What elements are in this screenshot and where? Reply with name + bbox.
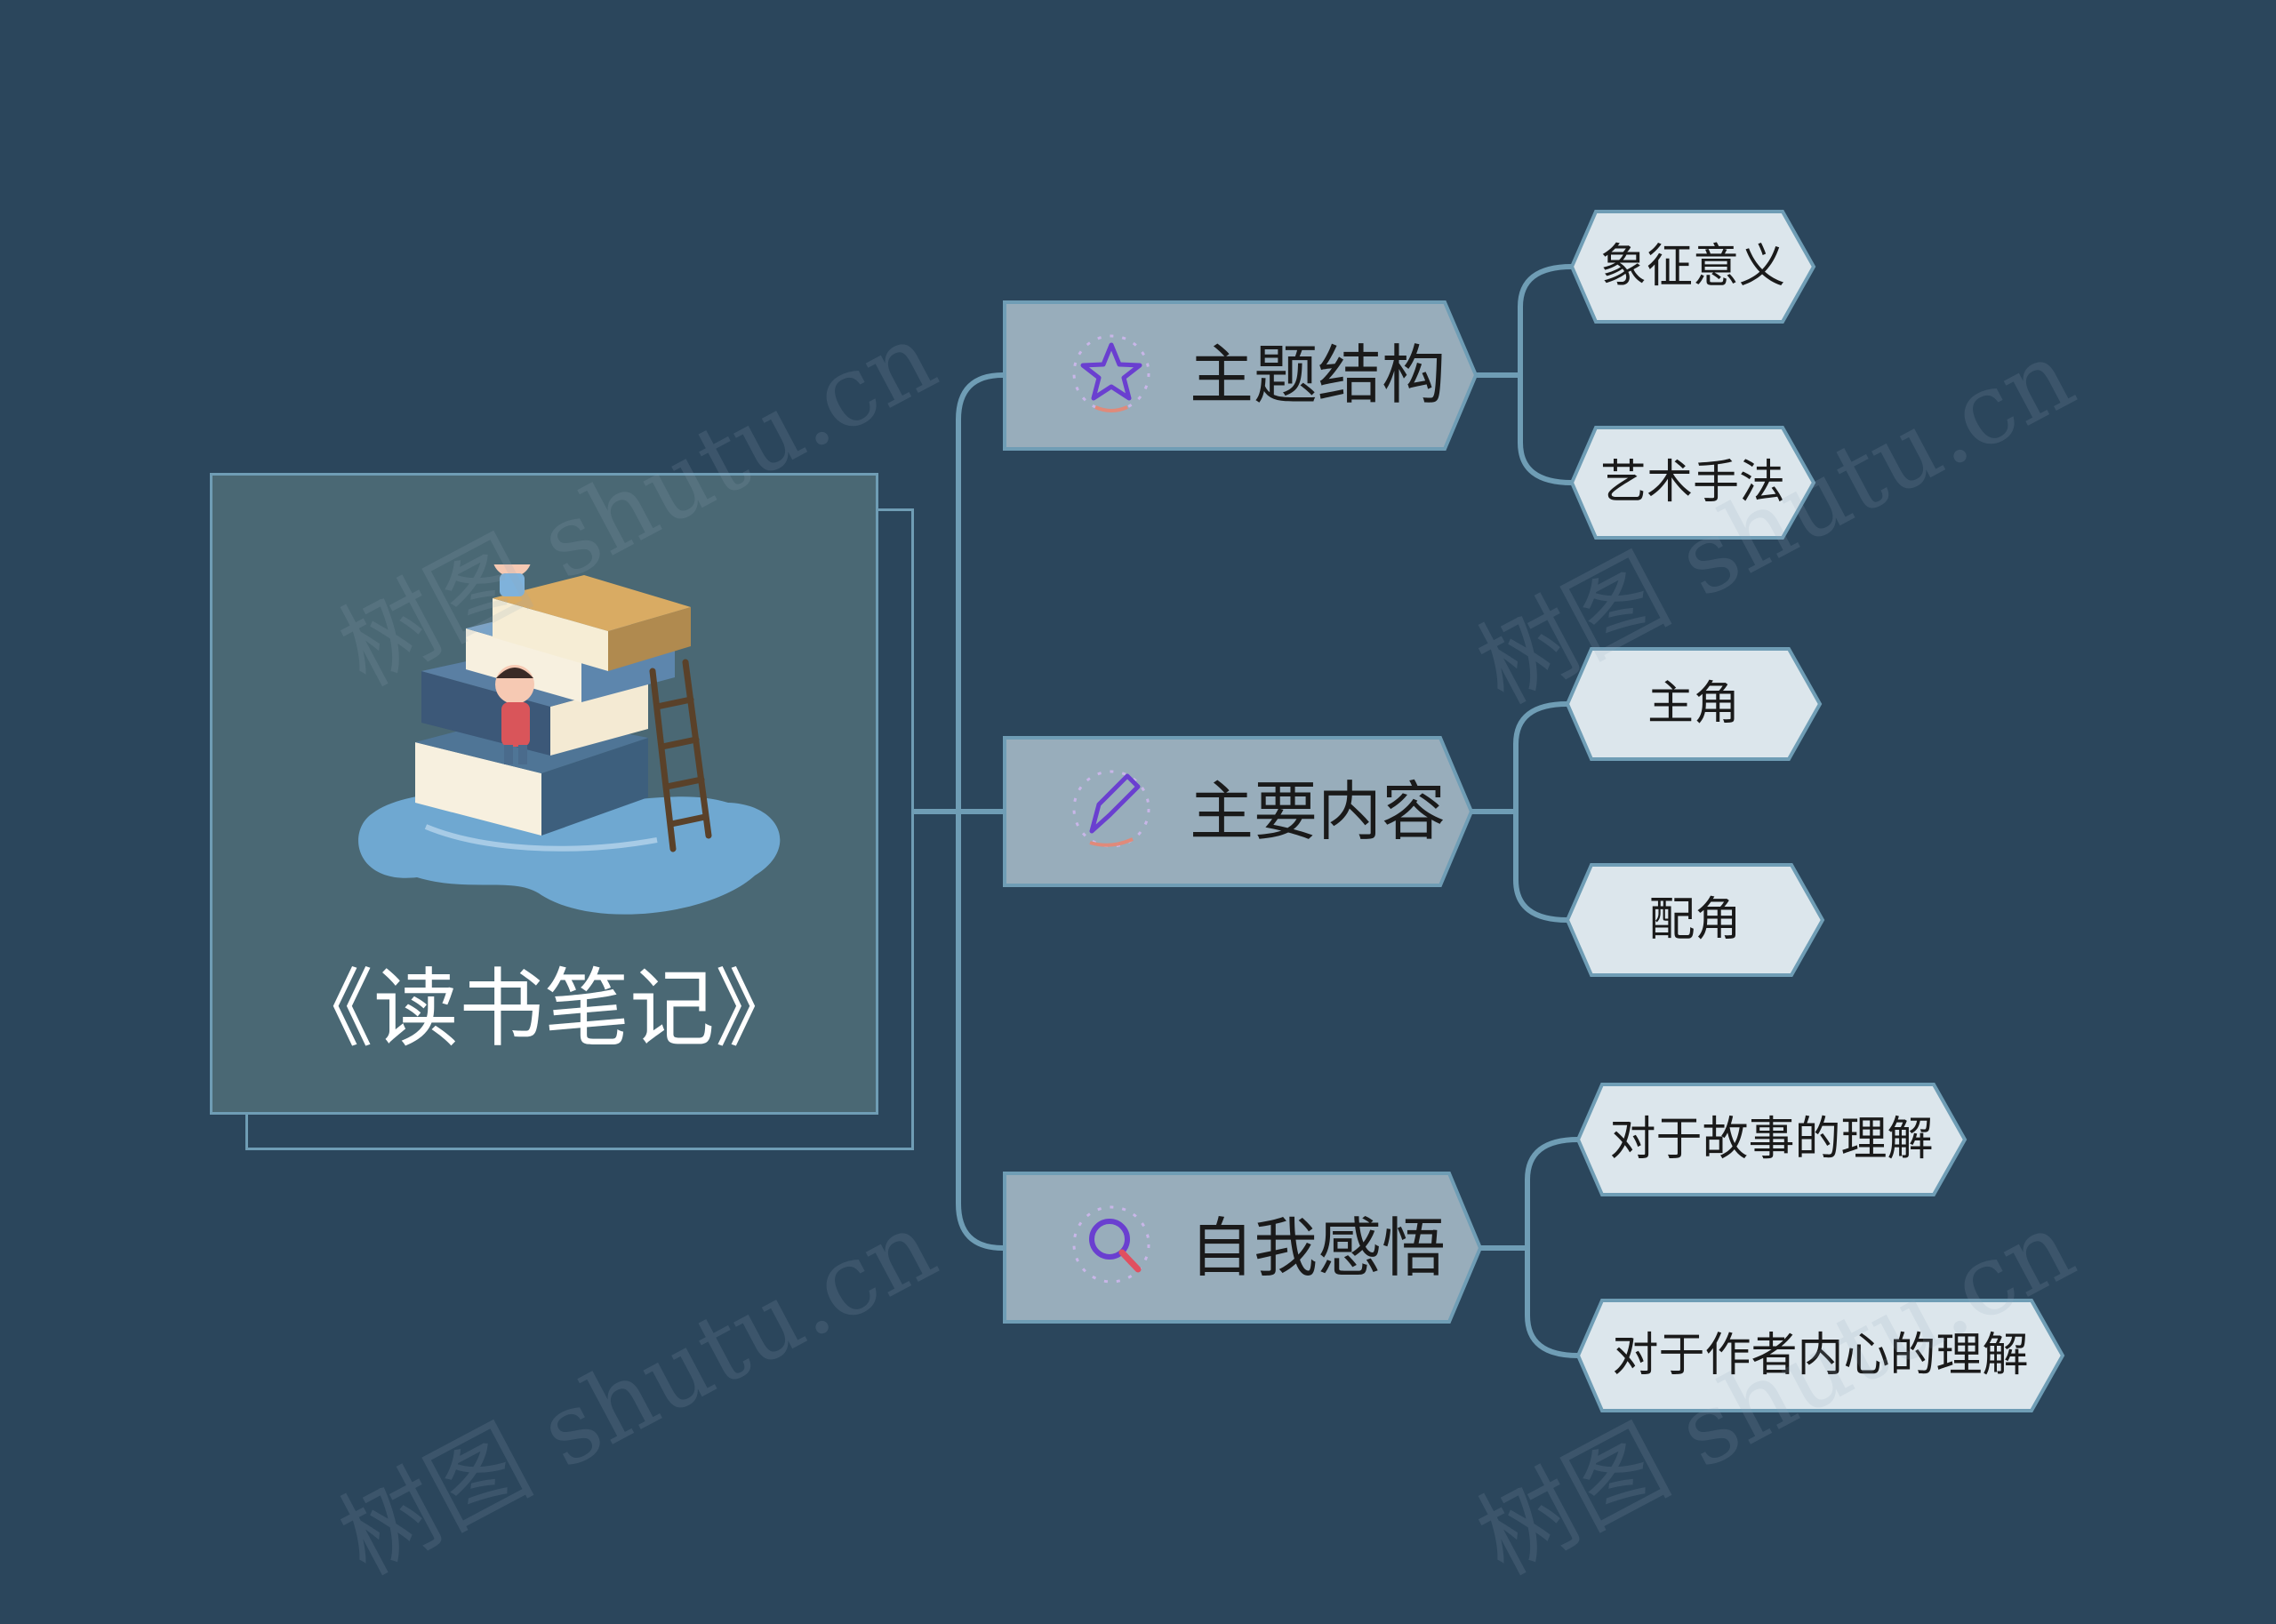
leaf-node-3-1[interactable]: 对于故事的理解 [1609, 1113, 1934, 1166]
connector-branch2-children [1469, 701, 1570, 923]
branch-node-2[interactable]: 主要内容 [1190, 774, 1447, 849]
branch-node-1[interactable]: 主题结构 [1190, 338, 1447, 412]
root-node[interactable]: 《读书笔记》 [210, 473, 878, 1115]
root-title: 《读书笔记》 [288, 959, 800, 1059]
leaf-node-1-2[interactable]: 艺术手法 [1599, 456, 1785, 509]
branch-node-3[interactable]: 自我感悟 [1190, 1211, 1447, 1285]
leaf-node-3-2[interactable]: 对于作者内心的理解 [1612, 1329, 2029, 1382]
leaf-node-2-1[interactable]: 主角 [1647, 677, 1740, 731]
books-illustration-icon [358, 564, 781, 915]
connector-branch1-children [1473, 264, 1575, 485]
leaf-node-2-2[interactable]: 配角 [1648, 893, 1742, 947]
leaf-node-1-1[interactable]: 象征意义 [1599, 240, 1785, 293]
connector-branch3-children [1478, 1137, 1581, 1358]
